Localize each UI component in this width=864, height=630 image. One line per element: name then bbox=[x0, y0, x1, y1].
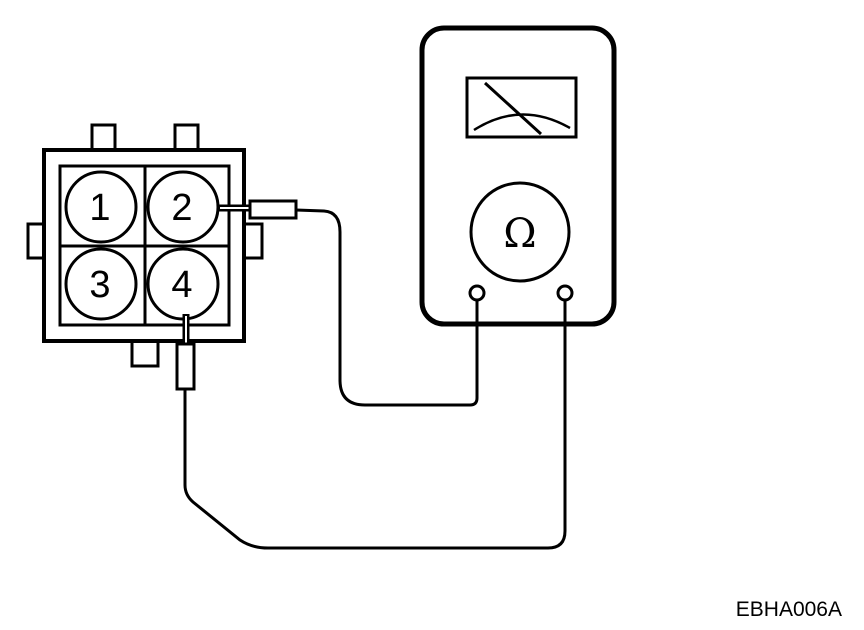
pin-1-label: 1 bbox=[89, 187, 110, 229]
pin-1-circle bbox=[64, 170, 138, 244]
test-lead-pin-4 bbox=[175, 300, 567, 550]
figure-code: EBHA006A bbox=[736, 598, 842, 621]
connector-tab-bottom bbox=[130, 338, 160, 368]
test-lead-pin-2 bbox=[218, 199, 479, 407]
meter-needle bbox=[483, 81, 543, 136]
meter-display bbox=[465, 76, 578, 139]
multimeter bbox=[419, 25, 617, 327]
meter-terminal-left bbox=[468, 284, 486, 302]
pin-4-label: 4 bbox=[171, 264, 192, 306]
ohm-symbol: Ω bbox=[503, 211, 536, 257]
ohm-dial bbox=[469, 181, 571, 283]
pin-3-label: 3 bbox=[89, 264, 110, 306]
meter-terminal-right bbox=[556, 284, 574, 302]
connector bbox=[26, 123, 264, 368]
wire-pin-2 bbox=[295, 208, 479, 407]
connector-pins bbox=[64, 170, 220, 321]
probe-handle-pin-4 bbox=[175, 342, 196, 391]
pin-2-label: 2 bbox=[171, 187, 192, 229]
probe-handle-pin-2 bbox=[248, 199, 298, 220]
pin-3-circle bbox=[64, 247, 138, 321]
connector-tab-top-right bbox=[173, 123, 200, 153]
connector-tab-top-left bbox=[90, 123, 117, 153]
wire-pin-4 bbox=[183, 300, 567, 550]
connector-tab-right bbox=[242, 222, 264, 260]
